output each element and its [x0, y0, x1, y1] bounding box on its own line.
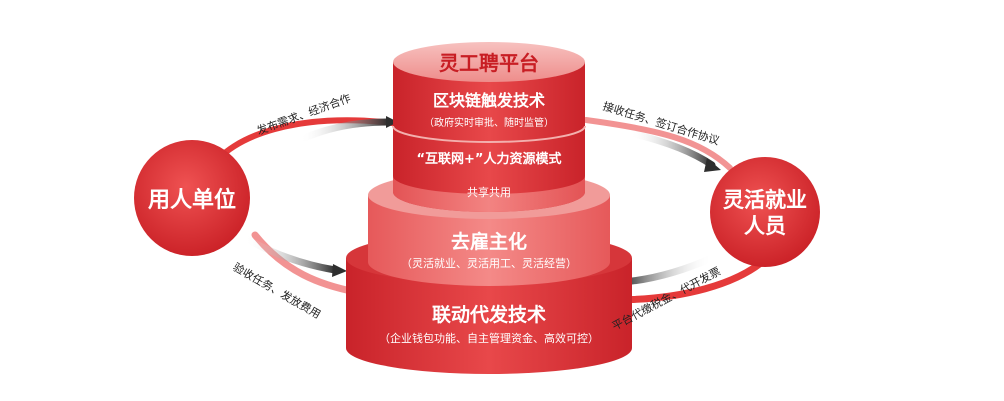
arrow-head: [332, 264, 347, 277]
platform-title: 灵工聘平台: [439, 51, 539, 75]
tier-top-divider: [392, 125, 586, 143]
arrow-platform-to-worker: [626, 129, 721, 172]
worker-label-line1: 灵活就业: [723, 188, 807, 212]
top-tier-line3: “互联网+”人力资源模式: [417, 151, 562, 167]
worker-label-line2: 人员: [744, 214, 786, 238]
arrow-head: [704, 158, 721, 172]
arrow-head: [386, 116, 398, 128]
top-tier-line2: （政府实时审批、随时监管）: [424, 116, 554, 129]
arc-worker-top: [583, 117, 733, 171]
tier-bottom-side: [346, 258, 632, 374]
tier-top: [392, 42, 586, 212]
worker-node: 灵活就业 人员: [710, 157, 820, 267]
bottom-tier-title: 联动代发技术: [432, 303, 546, 326]
top-tier-line4: 共享共用: [467, 185, 511, 199]
tier-top-cap: [393, 42, 585, 82]
tier-middle-side: [368, 195, 610, 286]
worker-circle: [710, 157, 820, 267]
arrow-platform-to-employer: [241, 234, 347, 277]
top-tier-line1: 区块链触发技术: [433, 91, 545, 110]
middle-tier-subtitle: （灵活就业、灵活用工、灵活经营）: [401, 256, 577, 270]
employer-circle: [134, 140, 250, 256]
arrow-employer-to-platform: [296, 116, 398, 144]
tier-top-band: [393, 176, 585, 212]
employer-label: 用人单位: [148, 187, 236, 213]
flow-label-platform-to-employer: 验收任务、发放费用: [231, 260, 324, 322]
middle-tier-title: 去雇主化: [451, 230, 527, 253]
bottom-tier-subtitle: （企业钱包功能、自主管理资金、高效可控）: [379, 331, 599, 345]
employer-node: 用人单位: [134, 140, 250, 256]
tier-top-side: [393, 62, 585, 212]
